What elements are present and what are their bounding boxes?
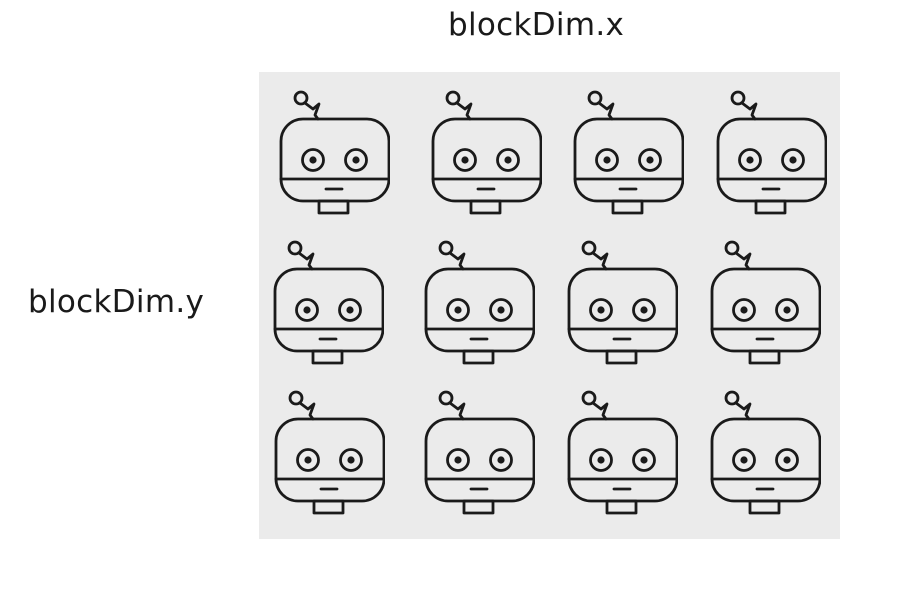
robot-head-icon — [572, 88, 684, 216]
robot-head-icon — [709, 388, 821, 516]
thread-block — [259, 72, 840, 539]
robot-head-icon — [423, 388, 535, 516]
robot-head-icon — [709, 238, 821, 366]
robot-head-icon — [423, 238, 535, 366]
robot-head-icon — [273, 388, 385, 516]
robot-head-icon — [566, 238, 678, 366]
robot-head-icon — [715, 88, 827, 216]
block-dim-x-label: blockDim.x — [448, 7, 625, 43]
robot-head-icon — [272, 238, 384, 366]
robot-head-icon — [278, 88, 390, 216]
robot-head-icon — [566, 388, 678, 516]
block-dim-y-label: blockDim.y — [28, 284, 205, 320]
robot-head-icon — [430, 88, 542, 216]
